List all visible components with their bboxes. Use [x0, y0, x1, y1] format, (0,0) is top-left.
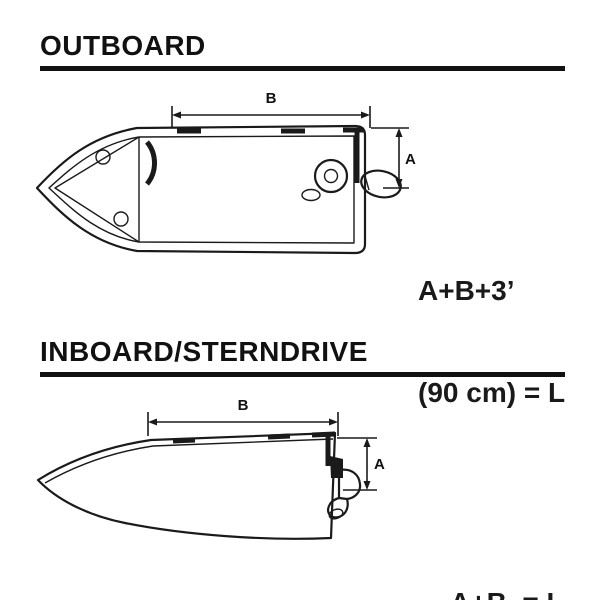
deck-inner-line [48, 135, 355, 244]
outboard-formula: A+B+3’ (90 cm) = L [418, 206, 565, 478]
outboard-boat-topview [35, 124, 402, 255]
inboard-dimension-a: A [337, 437, 385, 491]
outboard-title: OUTBOARD [40, 30, 206, 61]
arrowhead-up-icon [363, 438, 371, 447]
hull-outline [36, 431, 337, 540]
inboard-boat-diagram: B A [36, 397, 385, 540]
deck-cleat-1 [172, 437, 196, 444]
sterndrive-unit [327, 456, 362, 520]
inboard-title: INBOARD/STERNDRIVE [40, 336, 368, 367]
motor-powerhead-cap [323, 168, 339, 184]
motor-cowl [360, 169, 402, 199]
motor-powerhead [313, 158, 349, 194]
hull-outline [35, 124, 367, 255]
outboard-formula-line2: (90 cm) = L [418, 377, 566, 408]
arrowhead-up-icon [395, 128, 403, 137]
drive-mount-bracket [330, 456, 343, 478]
bow-hatch-ring-2 [113, 211, 129, 227]
bow-deck-seams [54, 136, 140, 243]
inboard-formula-line1: A+B = L [450, 586, 564, 600]
outboard-dimension-b: B [171, 90, 371, 128]
outboard-motor [301, 158, 402, 202]
outboard-title-underline [40, 66, 565, 71]
outboard-boat-diagram: B A [35, 90, 416, 255]
outboard-dim-a-label: A [405, 151, 416, 168]
stern-corner-brace [311, 431, 336, 438]
inboard-formula: A+B = L [450, 518, 564, 600]
inboard-boat-sideview [36, 431, 362, 540]
outboard-dimension-a: A [371, 127, 416, 189]
inboard-dimension-b: B [147, 397, 339, 436]
motor-bracket-detail [301, 188, 321, 202]
arrowhead-down-icon [363, 481, 371, 490]
arrowhead-right-icon [361, 111, 370, 119]
bow-hatch-ring-1 [95, 149, 111, 165]
arrowhead-left-icon [148, 418, 157, 426]
inboard-dim-b-label: B [238, 397, 249, 414]
inboard-title-underline [40, 372, 565, 377]
gunwale-inner-line [44, 438, 334, 484]
outboard-formula-line1: A+B+3’ [418, 275, 515, 306]
outboard-dim-b-label: B [266, 90, 277, 107]
deck-cleat-2 [267, 433, 291, 440]
motor-mount-line [364, 175, 370, 191]
propeller [328, 508, 344, 520]
helm-console [144, 140, 157, 186]
drive-upper-housing [337, 468, 362, 501]
inboard-dim-a-label: A [374, 456, 385, 473]
arrowhead-right-icon [329, 418, 338, 426]
arrowhead-left-icon [172, 111, 181, 119]
arrowhead-down-icon [395, 179, 403, 188]
